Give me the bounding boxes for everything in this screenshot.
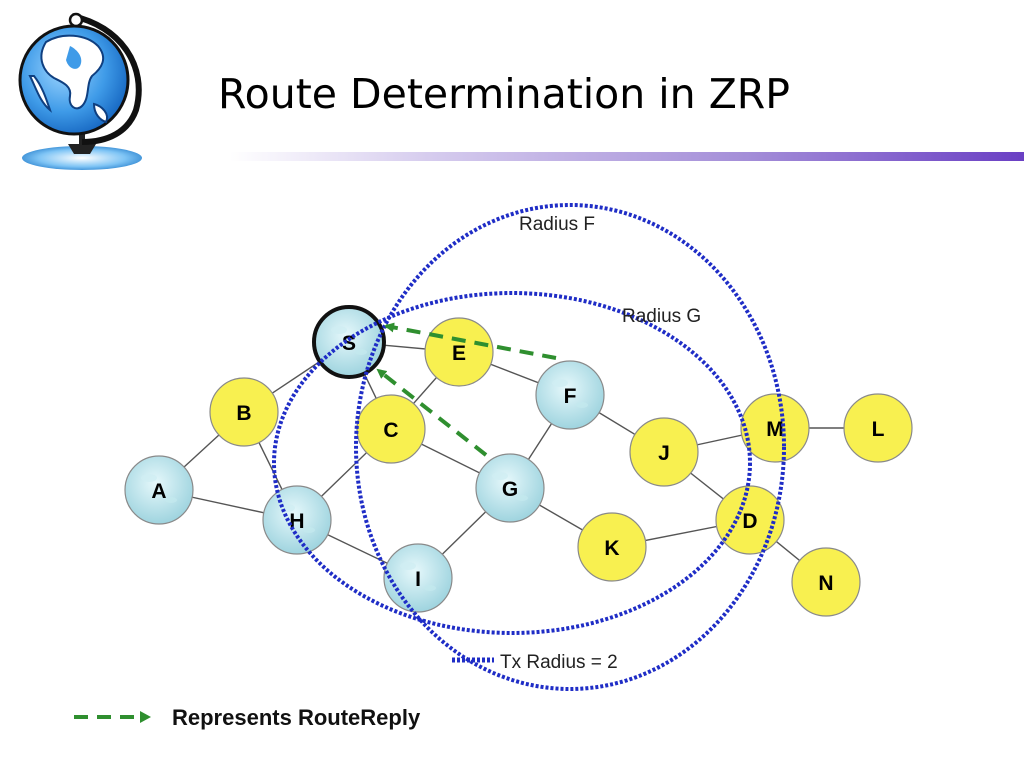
node-a-label: A (151, 480, 166, 503)
node-f-texture-2 (576, 402, 588, 408)
node-k: K (577, 512, 647, 582)
node-i-circle (383, 543, 453, 613)
node-c-label: C (383, 419, 398, 442)
slide-title: Route Determination in ZRP (218, 70, 790, 118)
node-g-circle (475, 453, 545, 523)
node-m-label: M (766, 418, 784, 441)
node-a: A (124, 455, 194, 525)
legend-label: Represents RouteReply (172, 705, 421, 730)
node-n-label: N (818, 572, 833, 595)
node-i-label: I (415, 568, 421, 591)
node-k-label: K (604, 537, 619, 560)
node-m: M (740, 393, 810, 463)
node-s-texture (331, 326, 347, 334)
route-reply-arrow-f-to-s (384, 322, 557, 360)
node-a-circle (124, 455, 194, 525)
node-e-label: E (452, 342, 466, 365)
legend: Represents RouteReply (74, 705, 421, 730)
node-c: C (356, 394, 426, 464)
tx-radius-label: Tx Radius = 2 (500, 652, 618, 673)
radius-g-label: Radius G (622, 306, 701, 327)
node-n-circle (791, 547, 861, 617)
node-d-label: D (742, 510, 757, 533)
node-s-texture-2 (355, 349, 367, 355)
node-a-texture (141, 474, 157, 482)
node-b-label: B (236, 402, 251, 425)
node-s-label: S (342, 332, 356, 355)
node-i-texture-2 (424, 585, 436, 591)
node-n: N (791, 547, 861, 617)
node-m-circle (740, 393, 810, 463)
node-g-label: G (502, 478, 518, 501)
node-k-circle (577, 512, 647, 582)
node-i: I (383, 543, 453, 613)
node-j-label: J (658, 442, 670, 465)
node-g: G (475, 453, 545, 523)
radius-f-ring (354, 203, 786, 691)
node-h-texture-2 (303, 527, 315, 533)
title-underline (230, 152, 1024, 161)
legend-arrowhead-icon (140, 711, 151, 723)
node-e: E (424, 317, 494, 387)
node-s: S (312, 305, 386, 379)
node-a-texture-2 (165, 497, 177, 503)
node-f-texture (552, 379, 568, 387)
node-g-texture (492, 472, 508, 480)
node-f-circle (535, 360, 605, 430)
node-j-circle (629, 417, 699, 487)
globe-icon (18, 12, 142, 170)
source-node-ring (312, 305, 386, 379)
node-g-texture-2 (516, 495, 528, 501)
node-b-circle (209, 377, 279, 447)
node-h: H (262, 485, 332, 555)
node-d: D (715, 485, 785, 555)
node-i-texture (400, 562, 416, 570)
node-f-label: F (564, 385, 577, 408)
node-f: F (535, 360, 605, 430)
node-c-circle (356, 394, 426, 464)
radius-g-ring (272, 291, 752, 635)
node-l-label: L (872, 418, 885, 441)
node-b: B (209, 377, 279, 447)
radius-f-label: Radius F (519, 214, 595, 235)
node-j: J (629, 417, 699, 487)
node-l: L (843, 393, 913, 463)
node-l-circle (843, 393, 913, 463)
node-h-circle (262, 485, 332, 555)
